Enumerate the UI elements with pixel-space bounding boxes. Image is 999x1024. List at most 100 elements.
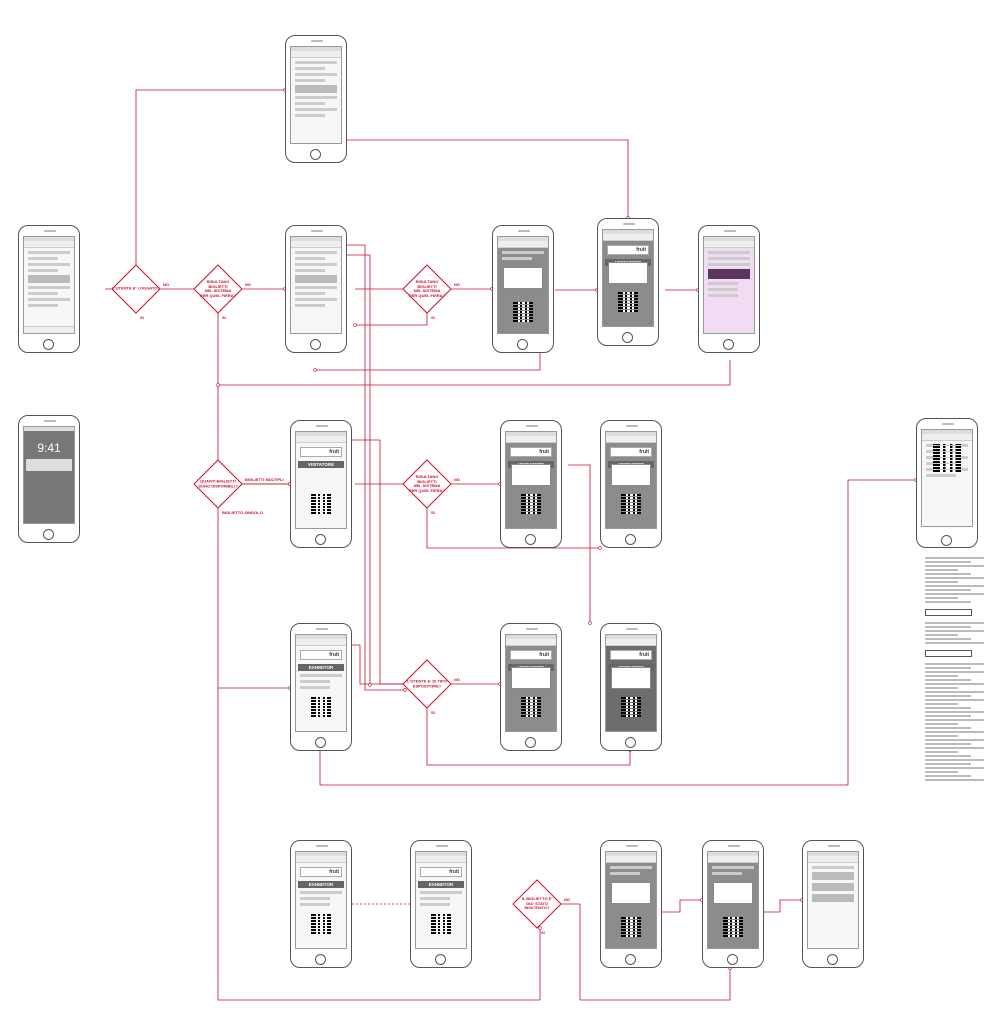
title-bar — [606, 436, 656, 443]
content-line — [295, 61, 337, 64]
home-button[interactable] — [310, 339, 321, 350]
detail-line — [925, 671, 984, 673]
action-button[interactable] — [295, 275, 337, 283]
phone-screen[interactable] — [497, 236, 549, 334]
phone-screen[interactable] — [707, 851, 759, 949]
phone-screen[interactable] — [290, 236, 342, 334]
phone-speaker — [526, 628, 538, 630]
alert-dialog[interactable] — [713, 882, 753, 904]
home-button[interactable] — [723, 339, 734, 350]
decision-label-line: RISULTANO — [415, 473, 439, 479]
title-bar — [296, 436, 346, 443]
home-button[interactable] — [43, 529, 54, 540]
alert-dialog[interactable] — [511, 667, 551, 689]
phone-screen[interactable] — [605, 851, 657, 949]
decision-label-line: BIGLIETTI — [208, 283, 228, 289]
decision-label-line: BIGLIETTI — [417, 478, 437, 484]
phone-screen[interactable] — [921, 429, 973, 527]
title-bar — [416, 856, 466, 863]
detail-line — [925, 703, 958, 705]
detail-line — [925, 626, 971, 628]
ticket-holder-line — [300, 674, 342, 677]
home-button[interactable] — [315, 954, 326, 965]
phone-mockup — [285, 35, 347, 163]
detail-line — [925, 759, 984, 761]
decision-diamond — [193, 459, 243, 509]
action-button[interactable] — [28, 275, 70, 283]
detail-line — [925, 751, 958, 753]
detail-action-button[interactable] — [925, 609, 972, 616]
home-button[interactable] — [625, 737, 636, 748]
detail-line — [925, 642, 984, 644]
phone-screen[interactable] — [807, 851, 859, 949]
detail-line — [925, 585, 984, 587]
phone-mockup: 9:41 — [18, 415, 80, 543]
content-line — [295, 79, 325, 82]
phone-speaker — [44, 230, 56, 232]
alert-dialog[interactable] — [611, 464, 651, 486]
content-line — [28, 269, 58, 272]
detail-line — [925, 743, 971, 745]
status-bar — [808, 852, 858, 856]
phone-screen[interactable]: 9:41 — [23, 426, 75, 524]
alert-dialog[interactable] — [611, 667, 651, 689]
content-line — [708, 257, 750, 260]
home-button[interactable] — [525, 534, 536, 545]
alert-dialog[interactable] — [608, 262, 648, 284]
connector-line — [319, 479, 916, 786]
content-line — [295, 286, 337, 289]
connector-line — [135, 89, 285, 265]
content-line — [708, 294, 738, 297]
notification-card[interactable] — [26, 459, 72, 471]
share-sheet[interactable] — [812, 872, 854, 880]
connector-line — [217, 688, 541, 1001]
share-sheet-apps[interactable] — [812, 883, 854, 891]
connector-line — [345, 254, 371, 685]
action-button[interactable] — [295, 85, 337, 93]
home-button[interactable] — [625, 954, 636, 965]
home-button[interactable] — [625, 534, 636, 545]
home-button[interactable] — [315, 534, 326, 545]
alert-dialog[interactable] — [511, 464, 551, 486]
home-button[interactable] — [310, 149, 321, 160]
detail-line — [925, 593, 984, 595]
content-line — [28, 304, 58, 307]
home-button[interactable] — [622, 332, 633, 343]
phone-mockup — [285, 225, 347, 353]
detail-line — [925, 581, 958, 583]
home-button[interactable] — [727, 954, 738, 965]
phone-screen[interactable] — [290, 46, 342, 144]
connector-line — [315, 345, 541, 371]
home-button[interactable] — [517, 339, 528, 350]
share-sheet-actions[interactable] — [812, 894, 854, 902]
phone-screen[interactable] — [23, 236, 75, 334]
home-button[interactable] — [827, 954, 838, 965]
phone-screen[interactable] — [703, 236, 755, 334]
content-line — [28, 251, 70, 254]
alert-dialog[interactable] — [503, 267, 543, 289]
detail-action-button[interactable] — [925, 650, 972, 657]
home-button[interactable] — [43, 339, 54, 350]
content-line — [708, 288, 738, 291]
home-button[interactable] — [435, 954, 446, 965]
home-button[interactable] — [525, 737, 536, 748]
home-button[interactable] — [315, 737, 326, 748]
qr-code — [933, 444, 961, 472]
tab-bar[interactable] — [24, 326, 74, 333]
ticket-type-banner: EXHIBITOR — [298, 664, 344, 671]
home-button[interactable] — [941, 535, 952, 546]
alert-dialog[interactable] — [611, 882, 651, 904]
